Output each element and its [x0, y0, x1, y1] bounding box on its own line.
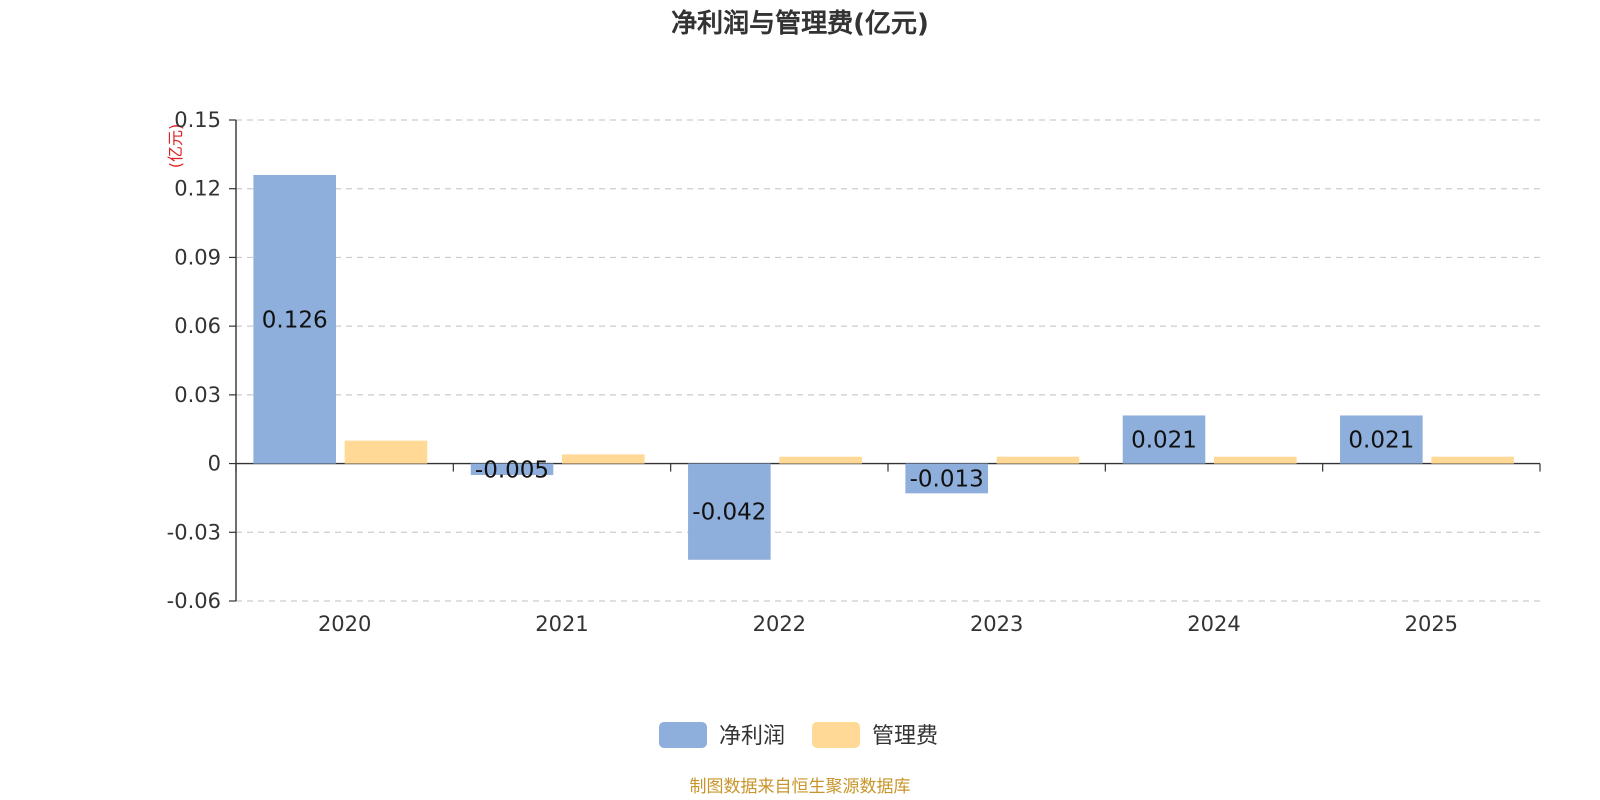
- legend-swatch: [812, 722, 860, 748]
- y-tick-label: -0.06: [167, 589, 221, 613]
- bar-净利润-2025: [1340, 415, 1423, 464]
- gridlines: [236, 119, 1540, 602]
- x-axis-ticks: 2020 2021 2022 2023 2024 2025: [318, 612, 1458, 636]
- y-tick-label: 0.09: [174, 245, 221, 269]
- legend-label: 管理费: [872, 724, 938, 749]
- bar-净利润-2021: [470, 463, 554, 476]
- y-axis-ticks: -0.06 -0.03 0 0.03 0.06 0.09 0.12 0.15: [167, 108, 236, 613]
- bar-净利润-2020: [253, 174, 336, 464]
- data-label: -0.013: [910, 466, 984, 492]
- y-tick-label: -0.03: [167, 520, 221, 544]
- y-tick-label: 0.03: [174, 383, 221, 407]
- data-label: 0.021: [1131, 428, 1197, 454]
- data-label: -0.005: [475, 457, 549, 483]
- bar-净利润-2024: [1122, 415, 1206, 464]
- data-source-note: 制图数据来自恒生聚源数据库: [690, 777, 911, 797]
- bars: [253, 174, 1514, 560]
- bar-管理费-2024: [1214, 456, 1297, 464]
- x-tick-label: 2021: [535, 612, 588, 636]
- bar-管理费-2020: [344, 440, 428, 464]
- y-axis-unit-label: (亿元): [166, 124, 185, 169]
- data-label: -0.042: [692, 500, 766, 526]
- bar-管理费-2021: [562, 454, 645, 464]
- y-tick-label: 0.12: [174, 177, 221, 201]
- y-tick-label: 0.15: [174, 108, 221, 132]
- bar-管理费-2022: [779, 456, 862, 464]
- data-label: 0.021: [1348, 428, 1414, 454]
- x-tick-label: 2022: [753, 612, 806, 636]
- legend-label: 净利润: [719, 724, 785, 749]
- x-tick-label: 2023: [970, 612, 1023, 636]
- x-tick-label: 2020: [318, 612, 371, 636]
- x-tick-label: 2025: [1405, 612, 1458, 636]
- data-label: 0.126: [262, 307, 328, 333]
- bar-净利润-2023: [905, 463, 988, 494]
- y-tick-label: 0.06: [174, 314, 221, 338]
- legend: 净利润 管理费: [659, 722, 938, 749]
- bar-净利润-2022: [688, 463, 771, 560]
- bar-管理费-2025: [1431, 456, 1514, 464]
- bar-管理费-2023: [996, 456, 1080, 464]
- y-tick-label: 0: [208, 452, 221, 476]
- data-labels: 0.126 -0.005 -0.042 -0.013 0.021 0.021: [262, 307, 1415, 525]
- chart-title: 净利润与管理费(亿元): [671, 8, 929, 39]
- axes: [235, 120, 1541, 601]
- x-tick-label: 2024: [1187, 612, 1240, 636]
- legend-swatch: [659, 722, 707, 748]
